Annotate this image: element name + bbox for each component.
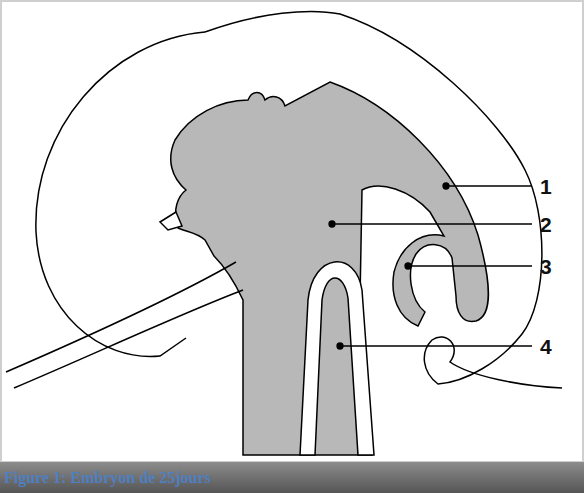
figure-caption: Figure 1: Embryon de 25jours: [4, 469, 211, 487]
heart-tube: [300, 262, 374, 455]
shaded-region: [171, 82, 489, 455]
callout-number: 3: [540, 256, 552, 277]
leader-dot: [443, 183, 449, 189]
stomodeum: [160, 212, 182, 230]
yolk-sac-wall: [14, 290, 243, 388]
leader-line: [446, 185, 532, 186]
yolk-sac-wall: [6, 262, 236, 372]
embryo-outline: [205, 11, 562, 388]
leader-line: [332, 223, 532, 224]
callout-number: 1: [540, 176, 552, 197]
callout-number: 4: [540, 336, 552, 357]
leader-dot: [329, 221, 335, 227]
embryo-outline: [36, 32, 205, 356]
caption-bar: Figure 1: Embryon de 25jours: [0, 462, 584, 493]
frame: [1, 1, 583, 462]
leader-lines: [329, 183, 532, 349]
callout-number: 2: [540, 214, 552, 235]
leader-line: [408, 265, 532, 266]
leader-line: [340, 345, 532, 346]
leader-dot: [337, 343, 343, 349]
leader-dot: [405, 263, 411, 269]
